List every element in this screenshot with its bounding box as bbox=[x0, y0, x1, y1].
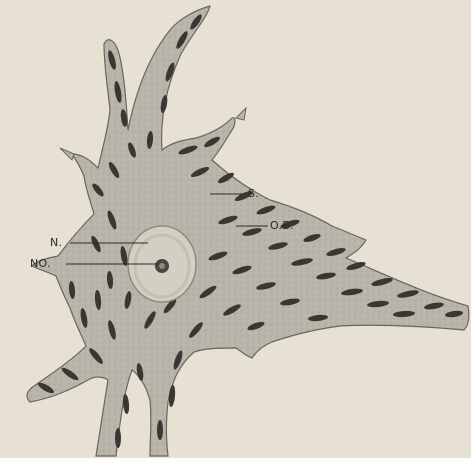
label-ob: O.B. bbox=[270, 220, 294, 231]
label-n: N. bbox=[50, 237, 62, 248]
label-no: NO. bbox=[30, 258, 51, 269]
label-s: S. bbox=[248, 188, 259, 199]
nucleolus-core bbox=[159, 263, 165, 269]
